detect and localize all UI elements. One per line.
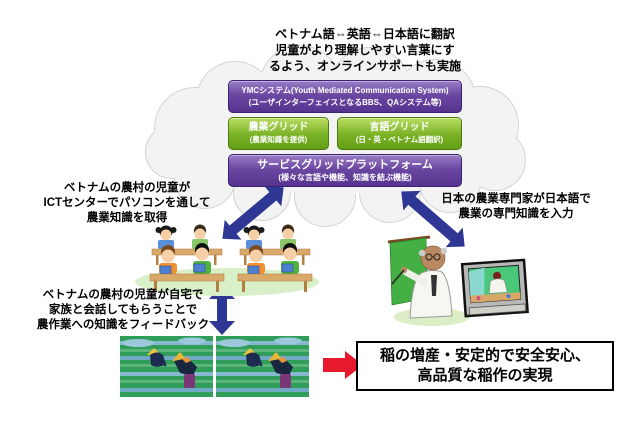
service-grid-title: サービスグリッドプラットフォーム [257,159,433,171]
agriculture-grid-box: 農業グリッド (農業知識を提供) [228,117,329,150]
ymc-system-box: YMCシステム(Youth Mediated Communication Sys… [228,80,462,113]
family-feedback-note: ベトナムの農村の児童が自宅で 家族と会話してもらうことで 農作業への知識をフィー… [24,288,222,333]
note-line: ベトナムの農村の児童が自宅で [42,289,204,301]
note-line: 日本の農業専門家が日本語で [441,193,591,205]
note-line: 農業知識を取得 [86,212,168,224]
ymc-system-subtitle: (ユーザインターフェイスとなるBBS、QAシステム等) [248,98,442,107]
rice-paddy-farmers-photo [119,335,310,398]
japan-expert-note: 日本の農業専門家が日本語で 農業の専門知識を入力 [425,192,607,222]
agriculture-grid-title: 農業グリッド [248,122,309,133]
cloud-expert-arrow [401,190,465,248]
language-grid-title: 言語グリッド [369,122,430,133]
outcome-line: 稲の増産・安定的で安全安心、 [379,347,590,364]
note-line: ICTセンターでパソコンを通して [43,197,211,209]
agriculture-grid-subtitle: (農業知識を提供) [249,135,308,144]
children-at-computers-illustration [135,224,319,296]
computer-monitor-illustration [460,258,529,318]
note-line: 農作業への知識をフィードバック [36,319,210,331]
agriculture-expert-illustration [387,235,470,326]
classroom-home-arrow [209,285,235,335]
result-arrow [323,351,363,379]
ict-children-note: ベトナムの農村の児童が ICTセンターでパソコンを通して 農業知識を取得 [28,181,226,226]
note-line: るよう、オンラインサポートも実施 [268,59,461,73]
note-line: 農業の専門知識を入力 [458,208,574,220]
language-grid-subtitle: (日・英・ベトナム語翻訳) [355,135,444,144]
note-line: 家族と会話してもらうことで [48,304,198,316]
service-grid-subtitle: (様々な言語や機能、知識を結ぶ機能) [278,173,412,182]
note-line: 児童がより理解しやすい言葉にす [275,43,455,57]
ymc-system-title: YMCシステム(Youth Mediated Communication Sys… [241,86,449,95]
note-line: ベトナムの農村の児童が [63,182,191,194]
note-line: ベトナム語⇔英語⇔日本語に翻訳 [275,27,455,41]
translation-support-note: ベトナム語⇔英語⇔日本語に翻訳 児童がより理解しやすい言葉にす るよう、オンライ… [240,26,490,74]
service-grid-platform-box: サービスグリッドプラットフォーム (様々な言語や機能、知識を結ぶ機能) [228,154,462,187]
cloud-classroom-arrow [222,186,284,240]
language-grid-box: 言語グリッド (日・英・ベトナム語翻訳) [337,117,462,150]
outcome-line: 高品質な稲作の実現 [417,367,553,384]
outcome-box: 稲の増産・安定的で安全安心、 高品質な稲作の実現 [356,341,614,391]
